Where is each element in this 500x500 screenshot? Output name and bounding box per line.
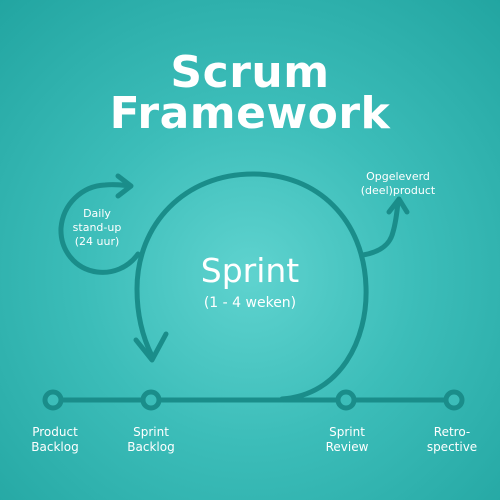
- deliverable-label: Opgeleverd (deel)product: [360, 170, 436, 197]
- stage-label-sprint-backlog: Sprint Backlog: [127, 425, 175, 454]
- sprint-title: Sprint: [200, 251, 300, 290]
- daily-loop-arc: [58, 182, 141, 275]
- stage-node-retrospective: [443, 389, 465, 411]
- title-line-2: Framework: [109, 88, 391, 139]
- deliverable-arrowhead: [386, 196, 410, 215]
- stage-node-sprint-backlog: [140, 389, 162, 411]
- title-line-1: Scrum: [170, 47, 330, 98]
- stage-node-sprint-review: [335, 389, 357, 411]
- stage-node-product-backlog: [42, 389, 64, 411]
- daily-loop-arrowhead: [115, 173, 134, 199]
- stage-label-retrospective: Retro- spective: [426, 425, 478, 454]
- sprint-duration: (1 - 4 weken): [203, 295, 297, 311]
- stage-label-product-backlog: Product Backlog: [31, 425, 79, 454]
- sprint-loop-arc: [134, 171, 369, 402]
- deliverable-arrow-line: [360, 199, 401, 258]
- sprint-loop-arrowhead: [133, 331, 169, 363]
- stage-label-sprint-review: Sprint Review: [325, 425, 369, 454]
- daily-standup-label: Daily stand-up (24 uur): [72, 207, 122, 248]
